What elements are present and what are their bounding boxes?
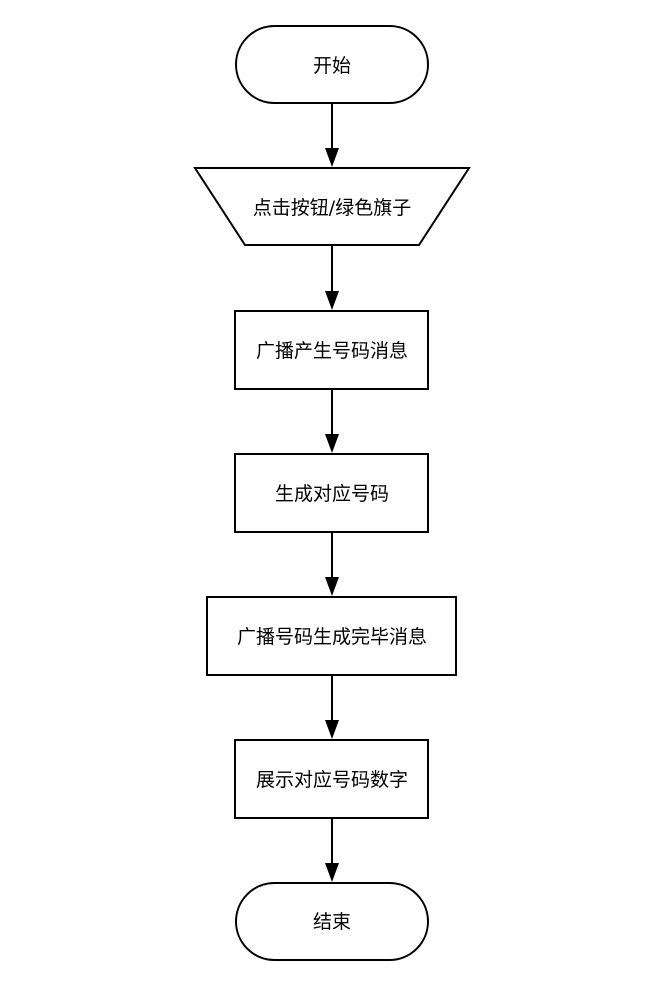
node-generate: 生成对应号码 <box>234 453 429 533</box>
node-label: 广播号码生成完毕消息 <box>237 626 427 648</box>
terminal-shape <box>235 25 429 104</box>
process-shape <box>234 310 429 390</box>
node-display: 展示对应号码数字 <box>234 739 429 819</box>
node-label: 展示对应号码数字 <box>256 769 408 791</box>
node-broadcast-generate: 广播产生号码消息 <box>234 310 429 390</box>
edge-display-to-end <box>325 818 339 882</box>
edge-click-to-broadcast-generate <box>325 245 339 310</box>
manual-input-shape <box>193 167 471 246</box>
node-label: 结束 <box>313 911 351 933</box>
node-label: 生成对应号码 <box>275 483 389 505</box>
edge-start-to-click <box>325 103 339 167</box>
node-label: 开始 <box>313 55 351 77</box>
node-start: 开始 <box>235 25 429 104</box>
process-shape <box>234 739 429 819</box>
edge-broadcast-done-to-display <box>325 675 339 739</box>
process-shape <box>234 453 429 533</box>
node-label: 广播产生号码消息 <box>256 340 408 362</box>
process-shape <box>206 596 457 676</box>
edge-broadcast-generate-to-generate <box>325 389 339 453</box>
node-label: 点击按钮/绿色旗子 <box>253 197 411 219</box>
node-click: 点击按钮/绿色旗子 <box>193 167 471 246</box>
terminal-shape <box>235 882 429 961</box>
edge-generate-to-broadcast-done <box>325 532 339 596</box>
node-end: 结束 <box>235 882 429 961</box>
node-broadcast-done: 广播号码生成完毕消息 <box>206 596 457 676</box>
